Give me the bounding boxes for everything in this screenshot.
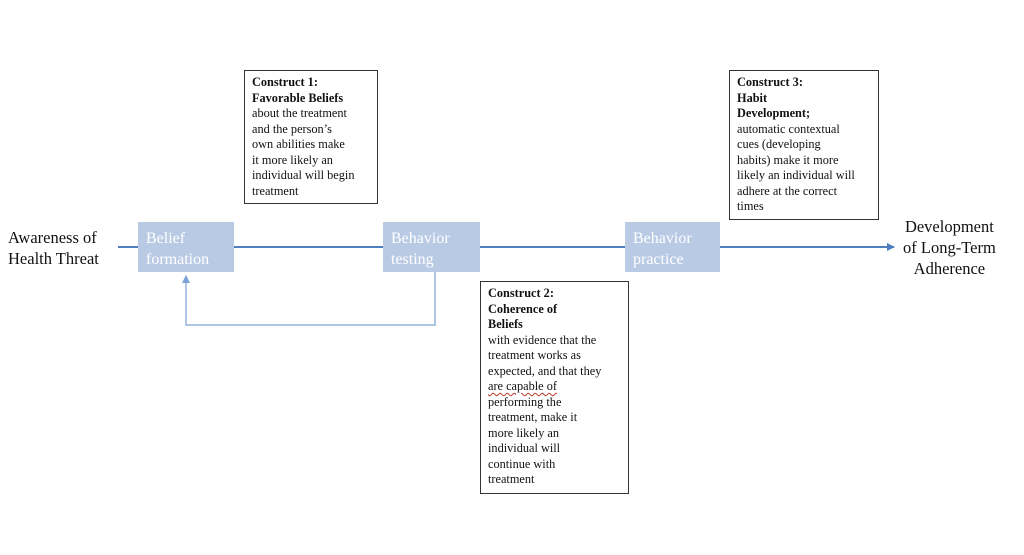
- stage-label-line: formation: [146, 251, 210, 268]
- construct-body-line: habits) make it more: [737, 152, 839, 167]
- construct-body-line: treatment works as: [488, 348, 581, 362]
- feedback-arrow-testing-to-belief: [182, 272, 436, 326]
- stage-label-line: Behavior: [633, 230, 692, 247]
- construct-heading-line: Construct 2:: [488, 286, 554, 300]
- construct-heading-line: Beliefs: [488, 317, 523, 331]
- stage-belief-formation: Belief formation: [138, 222, 234, 272]
- construct-2-box: Construct 2: Coherence of Beliefs with e…: [480, 281, 629, 494]
- construct-heading-line: Habit: [737, 90, 768, 105]
- construct-heading-line: Construct 3:: [737, 75, 803, 89]
- stage-label-line: testing: [391, 251, 434, 268]
- construct-body-line: and the person’s: [252, 121, 332, 136]
- construct-heading: Construct 3: Habit Development;: [737, 75, 872, 122]
- construct-body-line: performing the: [488, 394, 562, 409]
- construct-body: automatic contextual cues (developing ha…: [737, 122, 872, 215]
- construct-body-line: with evidence that the: [488, 332, 597, 347]
- construct-heading: Construct 1: Favorable Beliefs: [252, 75, 371, 106]
- start-node-line: Health Threat: [8, 249, 99, 268]
- end-node-long-term-adherence: Development of Long-Term Adherence: [903, 216, 996, 279]
- construct-body-line: own abilities make: [252, 137, 345, 151]
- end-node-line: of Long-Term: [903, 238, 996, 257]
- construct-body-line: treatment: [488, 472, 535, 486]
- construct-body-line: likely an individual will: [737, 168, 855, 182]
- end-node-line: Development: [904, 217, 994, 236]
- stage-label-line: Behavior: [391, 230, 450, 247]
- construct-body: with evidence that the treatment works a…: [488, 333, 622, 488]
- construct-body-line: automatic contextual: [737, 121, 840, 136]
- construct-3-box: Construct 3: Habit Development; automati…: [729, 70, 879, 220]
- construct-body-line: individual will: [488, 441, 561, 455]
- stage-behavior-testing: Behavior testing: [383, 222, 480, 272]
- construct-heading-line: Coherence of: [488, 301, 558, 316]
- construct-body-line: adhere at the correct: [737, 183, 838, 198]
- construct-body-line: continue with: [488, 456, 556, 471]
- construct-heading-line: Construct 1:: [252, 75, 318, 89]
- construct-heading-line: Development;: [737, 106, 811, 120]
- construct-body-line: it more likely an: [252, 152, 333, 167]
- construct-body: about the treatment and the person’s own…: [252, 106, 371, 199]
- start-node-awareness: Awareness of Health Threat: [8, 227, 99, 269]
- stage-behavior-practice: Behavior practice: [625, 222, 720, 272]
- construct-body-line: cues (developing: [737, 137, 821, 151]
- construct-heading: Construct 2: Coherence of Beliefs: [488, 286, 622, 333]
- construct-body-line: treatment: [252, 183, 299, 198]
- construct-body-line: treatment, make it: [488, 410, 578, 424]
- construct-body-line: more likely an: [488, 425, 560, 440]
- start-node-line: Awareness of: [8, 228, 97, 247]
- construct-1-box: Construct 1: Favorable Beliefs about the…: [244, 70, 378, 204]
- construct-body-line: times: [737, 199, 764, 213]
- stage-label-line: Belief: [146, 230, 186, 247]
- construct-body-line: about the treatment: [252, 106, 347, 120]
- construct-body-line: individual will begin: [252, 168, 355, 182]
- stage-label-line: practice: [633, 251, 684, 268]
- construct-body-line: expected, and that they: [488, 363, 602, 378]
- end-node-line: Adherence: [913, 259, 986, 278]
- construct-body-line: are capable of: [488, 379, 557, 393]
- construct-heading-line: Favorable Beliefs: [252, 90, 344, 105]
